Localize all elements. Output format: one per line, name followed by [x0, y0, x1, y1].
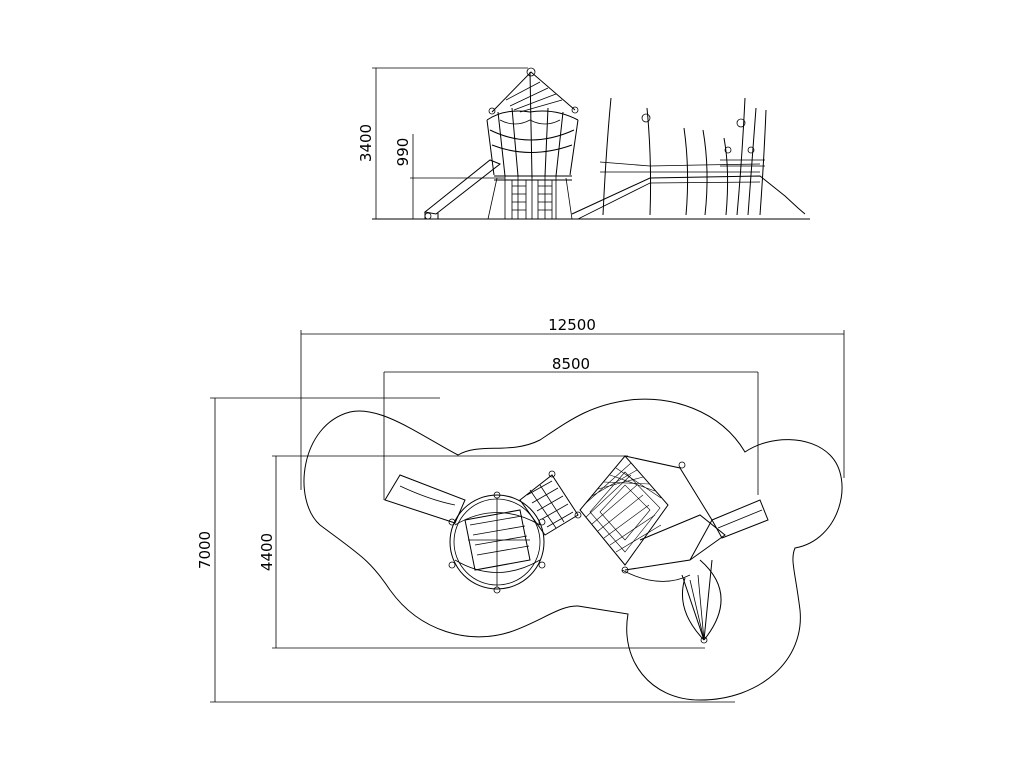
- dim-equipment-width: 4400: [258, 455, 705, 649]
- dim-equipment-width-label: 4400: [258, 533, 276, 571]
- tower-plan: [448, 491, 546, 594]
- ladder-plan: [519, 470, 582, 536]
- safety-zone-outline: [303, 398, 843, 701]
- triangle-net-plan: [681, 559, 722, 644]
- right-platform-plan: [621, 455, 726, 582]
- dim-equipment-length-label: 8500: [552, 355, 590, 373]
- dim-platform-height-label: 990: [394, 138, 412, 167]
- climbing-net-plan: [579, 455, 669, 566]
- dim-total-height: 3400: [357, 67, 528, 219]
- plan-view: 12500 8500 7000 4400: [196, 316, 845, 703]
- slide-left-elevation: [423, 159, 501, 220]
- bridge-elevation: [571, 97, 806, 220]
- dim-overall-width: 7000: [196, 397, 735, 703]
- slide-left-plan: [384, 474, 466, 524]
- tower-dome-elevation: [486, 67, 579, 220]
- dim-total-height-label: 3400: [357, 124, 375, 162]
- slide-right-plan: [711, 499, 769, 539]
- dim-overall-length: 12500: [300, 316, 845, 490]
- dim-overall-length-label: 12500: [548, 316, 596, 334]
- dim-platform-height: 990: [394, 134, 505, 219]
- dim-overall-width-label: 7000: [196, 531, 214, 569]
- elevation-view: 3400 990: [357, 67, 810, 220]
- dim-equipment-length: 8500: [383, 355, 759, 500]
